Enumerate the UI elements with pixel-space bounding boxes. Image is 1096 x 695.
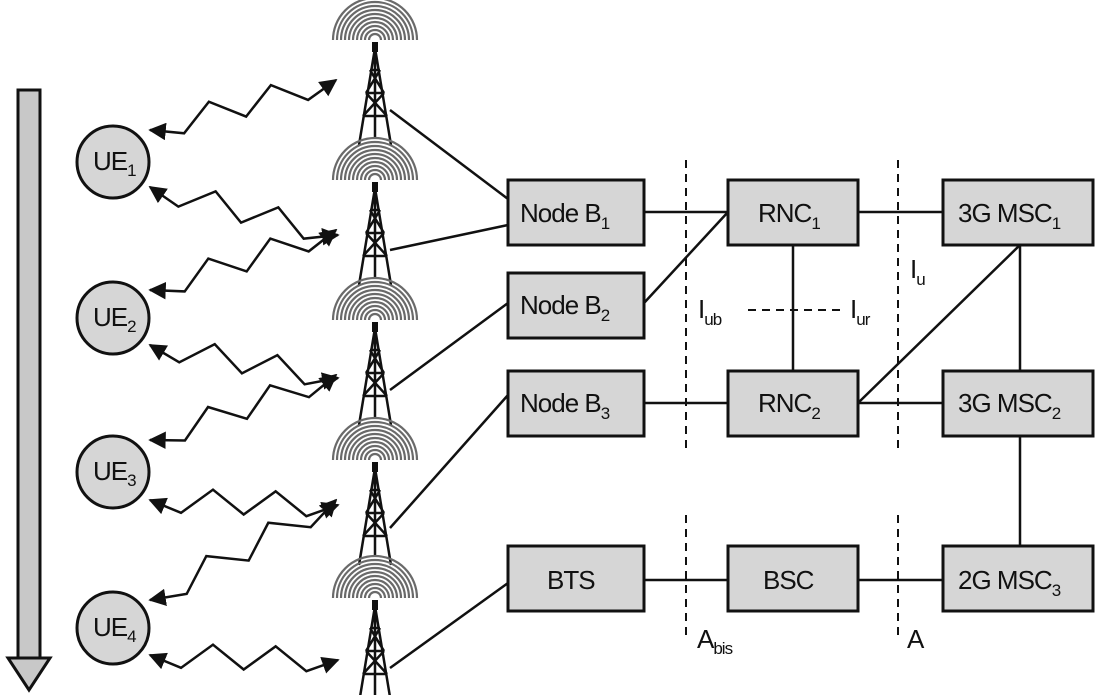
msc1-box: 3G MSC1 (941, 178, 1095, 247)
ue-4: UE4 (75, 590, 151, 666)
svg-text:Node B2: Node B2 (520, 290, 610, 325)
msc3-box: 2G MSC3 (941, 544, 1095, 613)
antenna-tower-icon (331, 276, 419, 426)
interface-separators (685, 160, 899, 640)
radio-link-icon (148, 488, 340, 519)
svg-text:BSC: BSC (763, 565, 814, 595)
radio-link-icon (148, 228, 338, 300)
radio-link-icon (148, 78, 338, 141)
svg-text:2G MSC3: 2G MSC3 (958, 565, 1061, 600)
svg-text:RNC2: RNC2 (758, 388, 820, 423)
svg-text:RNC1: RNC1 (758, 198, 820, 233)
node-b3-box: Node B3 (506, 369, 646, 438)
bsc-box: BSC (726, 544, 860, 613)
iur-label: Iur (850, 294, 871, 329)
svg-text:3G MSC1: 3G MSC1 (958, 198, 1061, 233)
iub-label: Iub (698, 294, 722, 329)
radio-link-icon (148, 342, 340, 390)
iu-label: Iu (910, 254, 925, 289)
rnc1-box: RNC1 (726, 178, 860, 247)
radio-link-icon (148, 498, 338, 607)
antenna-tower-icon (331, 416, 419, 566)
radio-link-icon (148, 185, 340, 246)
svg-text:3G MSC2: 3G MSC2 (958, 388, 1061, 423)
msc2-box: 3G MSC2 (941, 369, 1095, 438)
svg-text:UE1: UE1 (93, 146, 136, 180)
ue-3: UE3 (75, 434, 151, 510)
svg-text:Node B3: Node B3 (520, 388, 610, 423)
antenna-tower-icon (331, 554, 419, 695)
a-label: A (907, 624, 925, 654)
svg-text:UE4: UE4 (93, 612, 136, 646)
svg-text:BTS: BTS (547, 565, 595, 595)
radio-link-icon (148, 643, 340, 674)
ue-2: UE2 (75, 280, 151, 356)
bts-box: BTS (506, 544, 646, 613)
svg-text:UE2: UE2 (93, 302, 136, 336)
radio-link-icon (148, 373, 338, 449)
rnc2-box: RNC2 (726, 369, 860, 438)
antenna-tower-icon (331, 0, 419, 146)
node-b1-box: Node B1 (506, 178, 646, 247)
antenna-tower-icon (331, 136, 419, 286)
core-links (643, 210, 1022, 582)
svg-text:Node B1: Node B1 (520, 198, 610, 233)
node-b2-box: Node B2 (506, 271, 646, 340)
tower-links (389, 109, 509, 670)
abis-label: Abis (697, 624, 733, 658)
ue-1: UE1 (75, 124, 151, 200)
svg-text:UE3: UE3 (93, 456, 136, 490)
down-arrow-icon (5, 88, 53, 693)
